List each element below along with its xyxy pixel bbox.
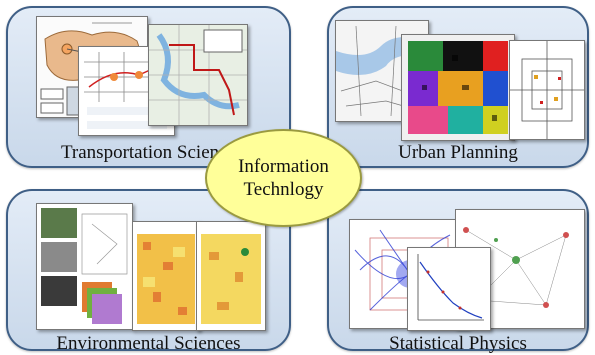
panel-statistical-physics: Statistical Physics bbox=[327, 189, 589, 354]
route-map-drawing bbox=[149, 25, 247, 125]
center-label-line-2: Technlogy bbox=[243, 179, 324, 200]
panel-transportation-science: Transportation Science bbox=[6, 6, 291, 168]
land-use-map-image bbox=[401, 34, 515, 141]
caption-environmental-sciences: Environmental Sciences bbox=[56, 333, 241, 354]
center-label-line-1: Information bbox=[238, 156, 329, 177]
panel-environmental-sciences: Environmental Sciences bbox=[6, 189, 291, 354]
road-network-image bbox=[509, 40, 585, 140]
panel-urban-planning: Urban Planning bbox=[327, 6, 589, 168]
caption-transportation-science: Transportation Science bbox=[60, 142, 237, 163]
distribution-plot-image bbox=[407, 247, 491, 331]
route-map-image bbox=[148, 24, 248, 126]
caption-statistical-physics: Statistical Physics bbox=[389, 333, 527, 354]
air-quality-map-a-drawing bbox=[133, 222, 199, 330]
sensor-configuration-drawing bbox=[37, 204, 132, 329]
sensor-configuration-image bbox=[36, 203, 133, 330]
caption-urban-planning: Urban Planning bbox=[398, 142, 518, 163]
air-quality-map-b-drawing bbox=[197, 222, 265, 330]
air-quality-map-a-image bbox=[132, 221, 200, 331]
road-network-drawing bbox=[510, 41, 584, 139]
information-technology-ellipse: Information Technlogy bbox=[205, 129, 362, 227]
air-quality-map-b-image bbox=[196, 221, 266, 331]
land-use-map-drawing bbox=[402, 35, 514, 140]
distribution-plot-drawing bbox=[408, 248, 490, 330]
